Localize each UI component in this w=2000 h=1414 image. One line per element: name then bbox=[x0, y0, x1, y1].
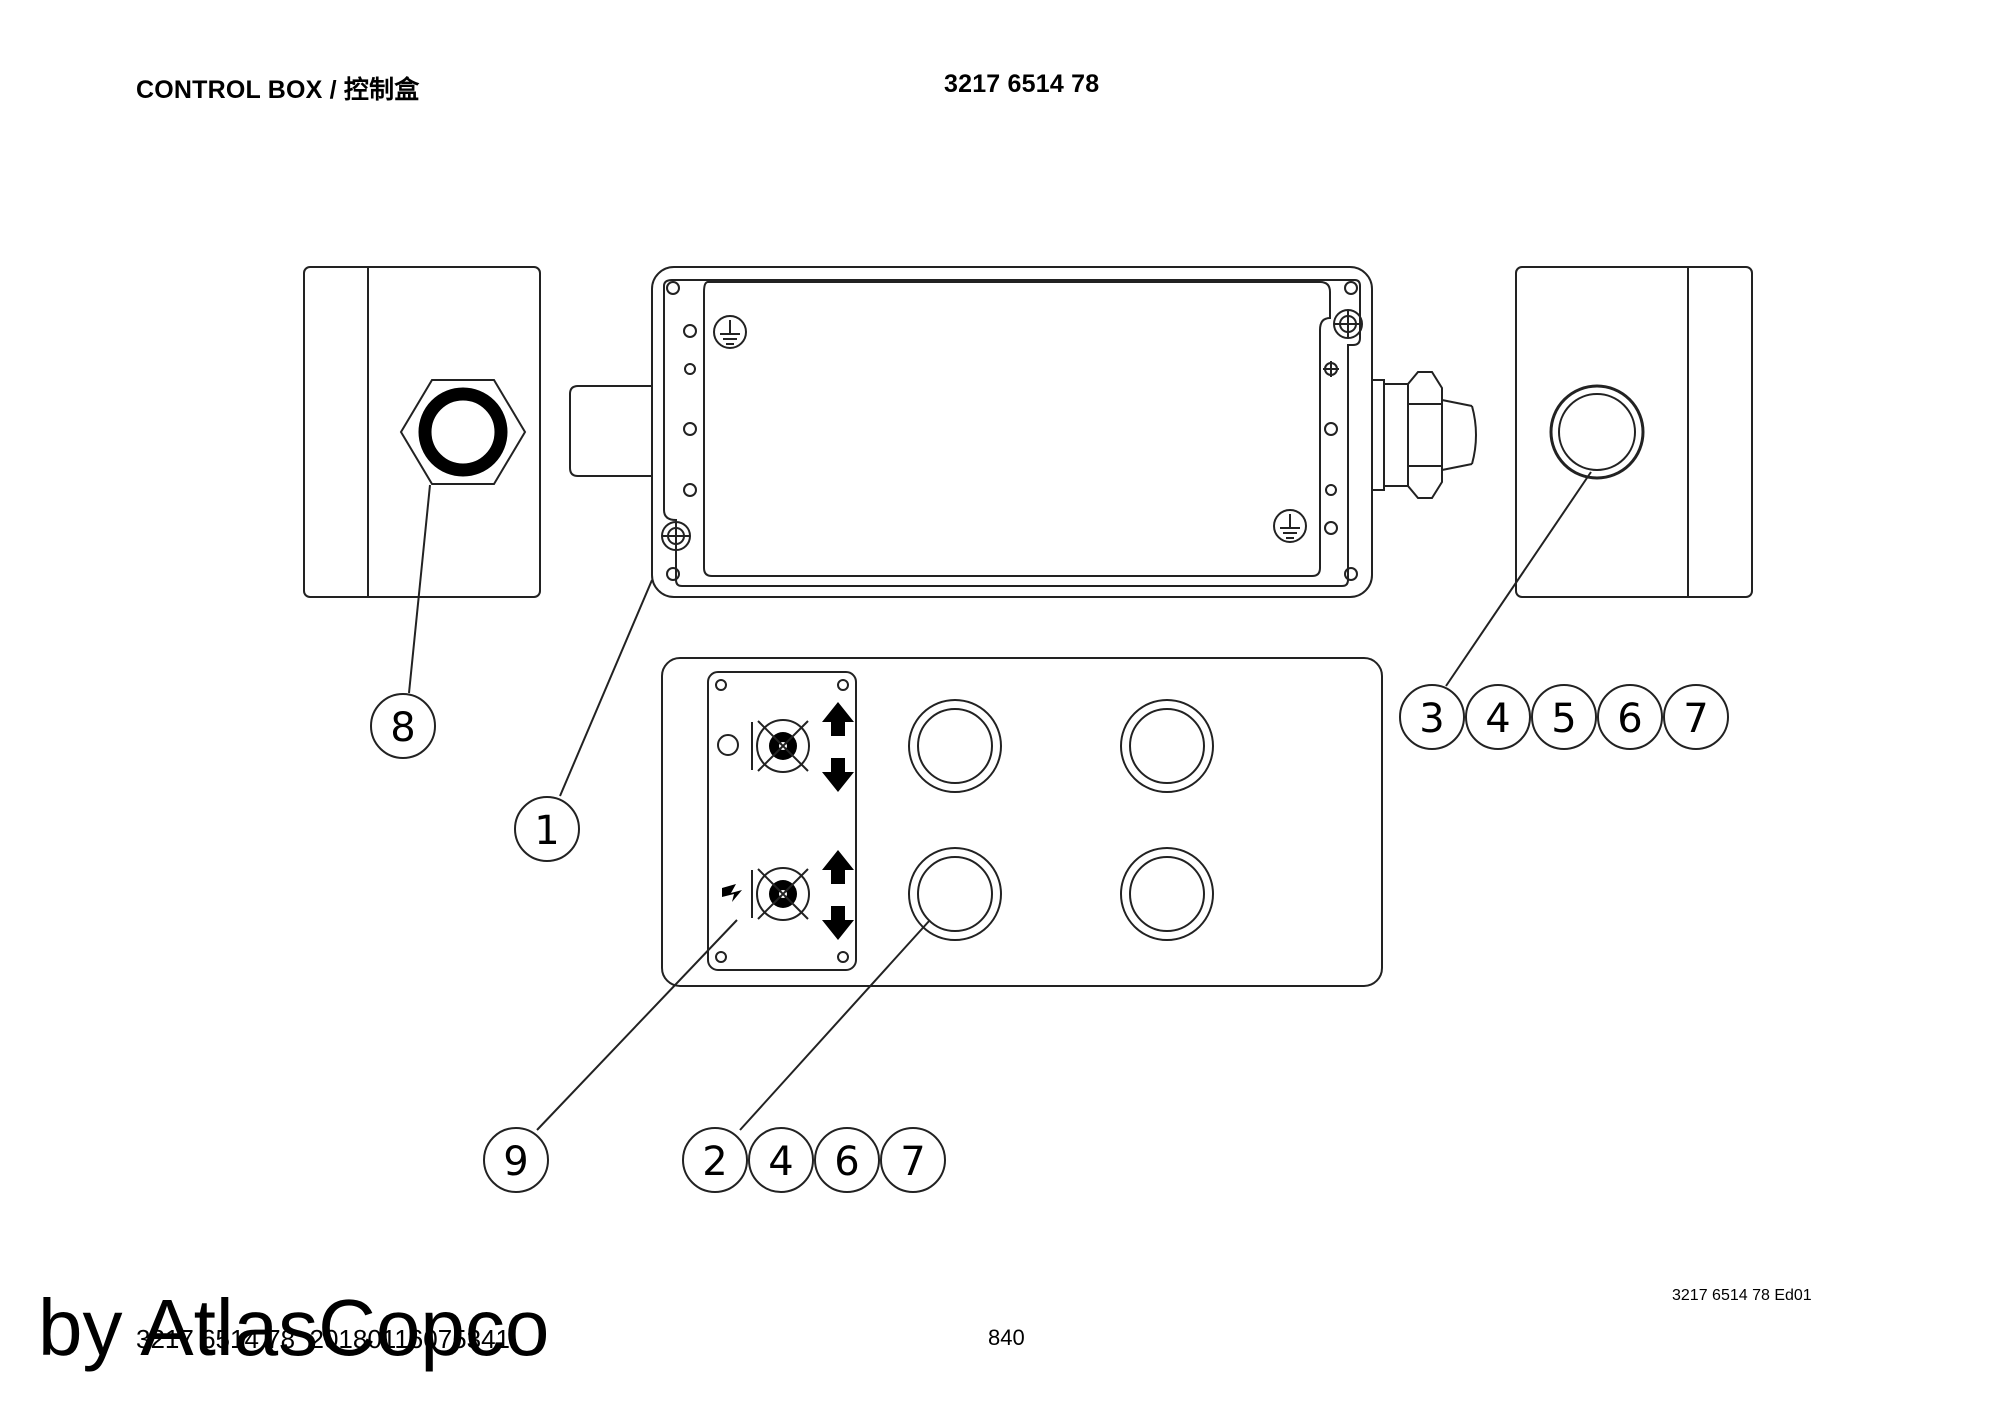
svg-text:6: 6 bbox=[1617, 696, 1642, 742]
callout-group-bottom: 2 4 6 7 bbox=[682, 1127, 946, 1193]
cable-gland-ring bbox=[418, 387, 508, 477]
callout-1: 1 bbox=[514, 796, 580, 862]
svg-text:4: 4 bbox=[768, 1139, 793, 1185]
push-button-3 bbox=[908, 847, 1002, 941]
callout-8: 8 bbox=[370, 693, 436, 759]
selector-switch-lower bbox=[722, 850, 854, 940]
arrow-up-icon bbox=[822, 702, 854, 736]
page-number: 840 bbox=[988, 1325, 1025, 1350]
selector-switch-upper bbox=[717, 702, 854, 792]
right-side-view bbox=[1515, 266, 1753, 598]
cable-gland bbox=[1371, 371, 1477, 499]
main-box-top-view bbox=[569, 266, 1477, 598]
arrow-up-icon bbox=[822, 850, 854, 884]
front-panel-view bbox=[661, 657, 1383, 987]
svg-text:7: 7 bbox=[900, 1139, 925, 1185]
svg-text:3: 3 bbox=[1419, 696, 1444, 742]
file-code: 3217 6514 78_20180116075341 bbox=[136, 1324, 511, 1354]
arrow-down-icon bbox=[822, 906, 854, 940]
edition-reference: 3217 6514 78 Ed01 bbox=[1672, 1287, 1812, 1304]
watermark: by AtlasCopco bbox=[38, 1283, 550, 1372]
svg-text:7: 7 bbox=[1683, 696, 1708, 742]
push-button-4 bbox=[1120, 847, 1214, 941]
svg-text:6: 6 bbox=[834, 1139, 859, 1185]
leader-lines bbox=[408, 471, 1592, 1131]
arrow-down-icon bbox=[822, 758, 854, 792]
svg-text:1: 1 bbox=[534, 808, 559, 854]
push-button-1 bbox=[908, 699, 1002, 793]
svg-text:9: 9 bbox=[503, 1139, 528, 1185]
svg-text:8: 8 bbox=[390, 705, 415, 751]
left-side-view bbox=[303, 266, 541, 598]
callout-group-right: 3 4 5 6 7 bbox=[1399, 684, 1729, 750]
callout-9: 9 bbox=[483, 1127, 549, 1193]
svg-text:2: 2 bbox=[702, 1139, 727, 1185]
push-button-2 bbox=[1120, 699, 1214, 793]
ground-symbol-icon bbox=[713, 315, 747, 349]
ground-symbol-icon bbox=[1273, 509, 1307, 543]
page-title: CONTROL BOX / 控制盒 bbox=[136, 76, 420, 104]
lightning-icon bbox=[722, 884, 742, 902]
mode-symbol-icon bbox=[717, 734, 739, 756]
screw-top-right bbox=[1333, 309, 1363, 339]
svg-text:5: 5 bbox=[1551, 696, 1576, 742]
svg-text:4: 4 bbox=[1485, 696, 1510, 742]
part-number: 3217 6514 78 bbox=[944, 70, 1100, 98]
screw-bottom-left bbox=[661, 521, 691, 551]
